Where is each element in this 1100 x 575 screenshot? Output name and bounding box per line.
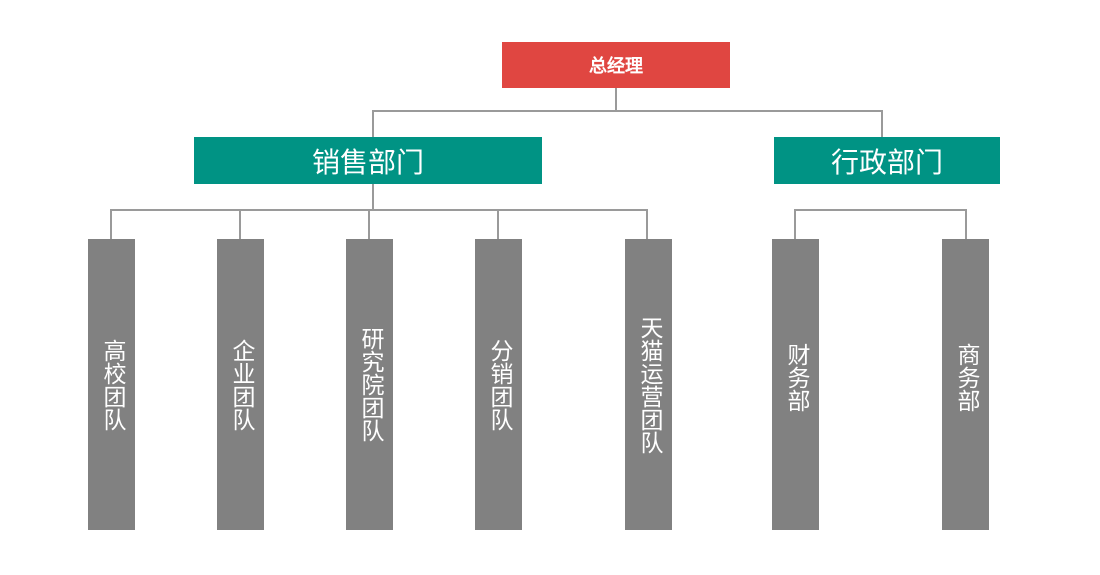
connector-team-2 [239, 209, 241, 239]
team-2: 企业团队 [217, 239, 264, 530]
team-1-label: 高校团队 [99, 338, 125, 431]
connector-to-admin [881, 110, 883, 138]
team-7: 商务部 [942, 239, 989, 530]
team-6: 财务部 [772, 239, 819, 530]
connector-team-7 [965, 209, 967, 239]
connector-sales-bar [110, 209, 648, 211]
department-sales-label: 销售部门 [311, 145, 424, 179]
department-sales: 销售部门 [194, 137, 542, 184]
connector-team-4 [497, 209, 499, 239]
connector-root-bar [372, 110, 883, 112]
connector-team-3 [368, 209, 370, 239]
team-3-label: 研究院团队 [357, 327, 383, 442]
connector-to-sales [372, 110, 374, 138]
connector-team-6 [794, 209, 796, 239]
department-admin-label: 行政部门 [830, 145, 943, 179]
connector-root-down [615, 88, 617, 111]
team-2-label: 企业团队 [228, 338, 254, 431]
connector-sales-down [372, 183, 374, 210]
connector-team-1 [110, 209, 112, 239]
connector-admin-bar [794, 209, 967, 211]
root-node: 总经理 [502, 42, 730, 88]
connector-team-5 [646, 209, 648, 239]
team-5: 天猫运营团队 [625, 239, 672, 530]
team-4-label: 分销团队 [486, 338, 512, 431]
team-3: 研究院团队 [346, 239, 393, 530]
department-admin: 行政部门 [774, 137, 1000, 184]
team-1: 高校团队 [88, 239, 135, 530]
root-label: 总经理 [589, 56, 643, 77]
team-6-label: 财务部 [783, 343, 809, 412]
team-4: 分销团队 [475, 239, 522, 530]
team-7-label: 商务部 [953, 343, 979, 412]
team-5-label: 天猫运营团队 [636, 315, 662, 454]
